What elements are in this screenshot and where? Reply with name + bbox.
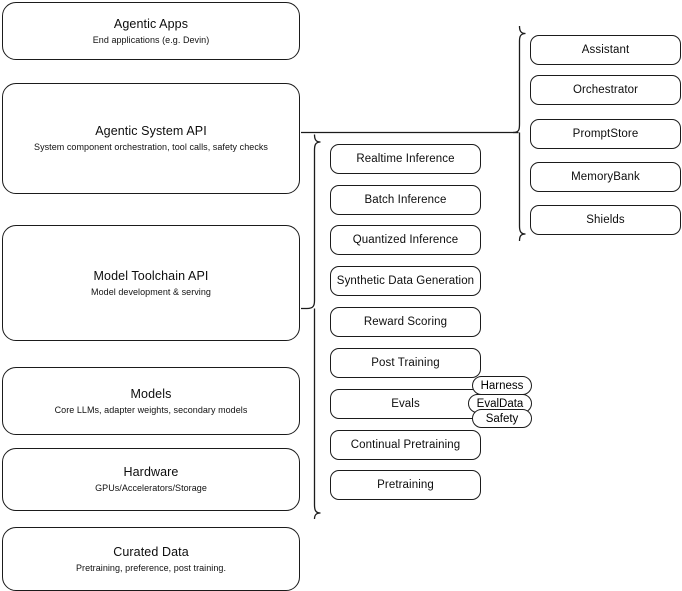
layer-models[interactable]: Models Core LLMs, adapter weights, secon…: [2, 367, 300, 435]
layer-title: Agentic Apps: [113, 16, 189, 31]
component-label: Orchestrator: [572, 84, 639, 96]
layer-agentic-apps[interactable]: Agentic Apps End applications (e.g. Devi…: [2, 2, 300, 60]
layer-model-toolchain-api[interactable]: Model Toolchain API Model development & …: [2, 225, 300, 341]
capability-realtime-inference[interactable]: Realtime Inference: [330, 144, 481, 174]
layer-title: Agentic System API: [95, 124, 207, 138]
evals-pill-safety[interactable]: Safety: [472, 409, 532, 428]
capability-synthetic-data-generation[interactable]: Synthetic Data Generation: [330, 266, 481, 296]
capability-label: Pretraining: [377, 479, 434, 491]
layer-title: Model Toolchain API: [93, 268, 209, 283]
layer-hardware[interactable]: Hardware GPUs/Accelerators/Storage: [2, 448, 300, 511]
evals-pill-harness[interactable]: Harness: [472, 376, 532, 395]
component-memorybank[interactable]: MemoryBank: [530, 162, 681, 192]
evals-pill-evaldata[interactable]: EvalData: [468, 394, 532, 413]
layer-subtitle: System component orchestration, tool cal…: [34, 142, 268, 152]
layer-title: Hardware: [123, 465, 179, 479]
layer-subtitle: GPUs/Accelerators/Storage: [95, 483, 207, 493]
capability-post-training[interactable]: Post Training: [330, 348, 481, 378]
layer-subtitle: End applications (e.g. Devin): [92, 34, 210, 45]
capability-label: Continual Pretraining: [350, 439, 461, 451]
capability-quantized-inference[interactable]: Quantized Inference: [330, 225, 481, 255]
right-brace: [512, 25, 526, 242]
middle-brace: [301, 134, 321, 520]
layer-agentic-system-api[interactable]: Agentic System API System component orch…: [2, 83, 300, 194]
layer-title: Curated Data: [113, 544, 189, 559]
layer-title: Models: [130, 386, 172, 401]
capability-batch-inference[interactable]: Batch Inference: [330, 185, 481, 215]
layer-subtitle: Model development & serving: [91, 286, 211, 297]
layer-curated-data[interactable]: Curated Data Pretraining, preference, po…: [2, 527, 300, 591]
component-promptstore[interactable]: PromptStore: [530, 119, 681, 149]
capability-label: Quantized Inference: [352, 234, 459, 246]
capability-evals[interactable]: Evals: [330, 389, 481, 419]
capability-label: Evals: [391, 398, 420, 410]
pill-label: Harness: [480, 379, 524, 392]
capability-label: Realtime Inference: [356, 153, 455, 165]
capability-reward-scoring[interactable]: Reward Scoring: [330, 307, 481, 337]
pill-label: Safety: [485, 412, 519, 425]
component-label: MemoryBank: [571, 171, 640, 183]
capability-label: Synthetic Data Generation: [336, 275, 475, 287]
component-shields[interactable]: Shields: [530, 205, 681, 235]
layer-subtitle: Core LLMs, adapter weights, secondary mo…: [54, 404, 248, 415]
capability-continual-pretraining[interactable]: Continual Pretraining: [330, 430, 481, 460]
capability-label: Reward Scoring: [363, 316, 448, 328]
layer-subtitle: Pretraining, preference, post training.: [75, 562, 227, 573]
capability-pretraining[interactable]: Pretraining: [330, 470, 481, 500]
component-label: Assistant: [581, 44, 630, 56]
component-assistant[interactable]: Assistant: [530, 35, 681, 65]
capability-label: Batch Inference: [364, 194, 447, 206]
capability-label: Post Training: [371, 357, 440, 369]
pill-label: EvalData: [476, 397, 524, 410]
component-label: Shields: [586, 214, 625, 226]
component-label: PromptStore: [572, 128, 639, 140]
component-orchestrator[interactable]: Orchestrator: [530, 75, 681, 105]
